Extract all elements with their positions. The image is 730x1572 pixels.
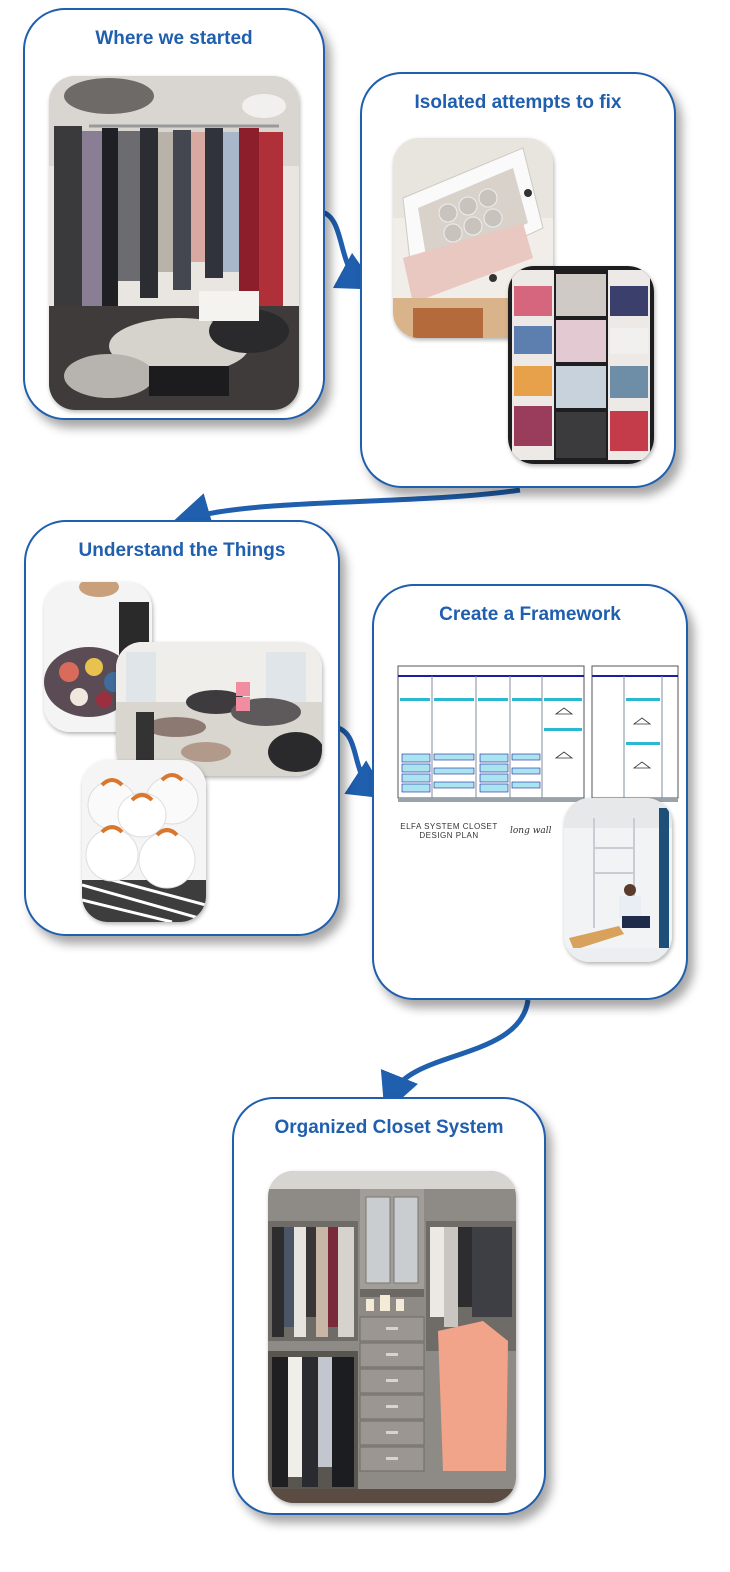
arrow-started-to-attempts <box>320 209 378 290</box>
card-title: Understand the Things <box>78 540 286 561</box>
drawer-organizer-photo <box>393 138 553 338</box>
plan-caption-line1: ELFA SYSTEM CLOSET <box>400 822 498 831</box>
plan-note: long wall <box>510 826 552 836</box>
arrow-attempts-to-understand <box>170 487 521 532</box>
card-title: Where we started <box>95 28 253 49</box>
arrow-framework-to-organized <box>380 999 531 1114</box>
messy-closet-photo <box>49 76 299 410</box>
card-title: Create a Framework <box>439 604 621 625</box>
card-where-we-started: Where we started <box>23 8 325 420</box>
donation-bags-photo <box>82 760 206 922</box>
sorting-room-photo <box>116 642 322 776</box>
arrow-understand-to-framework <box>336 725 389 799</box>
plan-caption: ELFA SYSTEM CLOSET DESIGN PLAN <box>394 822 504 840</box>
plan-caption-line2: DESIGN PLAN <box>419 831 479 840</box>
card-create-a-framework: Create a Framework <box>372 584 688 1000</box>
card-title: Isolated attempts to fix <box>414 92 622 113</box>
card-organized-closet-system: Organized Closet System <box>232 1097 546 1515</box>
hanging-organizer-photo <box>508 266 654 464</box>
organized-closet-photo <box>268 1171 516 1503</box>
card-title: Organized Closet System <box>274 1117 504 1138</box>
card-understand-the-things: Understand the Things <box>24 520 340 936</box>
installation-photo <box>564 798 672 962</box>
card-isolated-attempts: Isolated attempts to fix <box>360 72 676 488</box>
